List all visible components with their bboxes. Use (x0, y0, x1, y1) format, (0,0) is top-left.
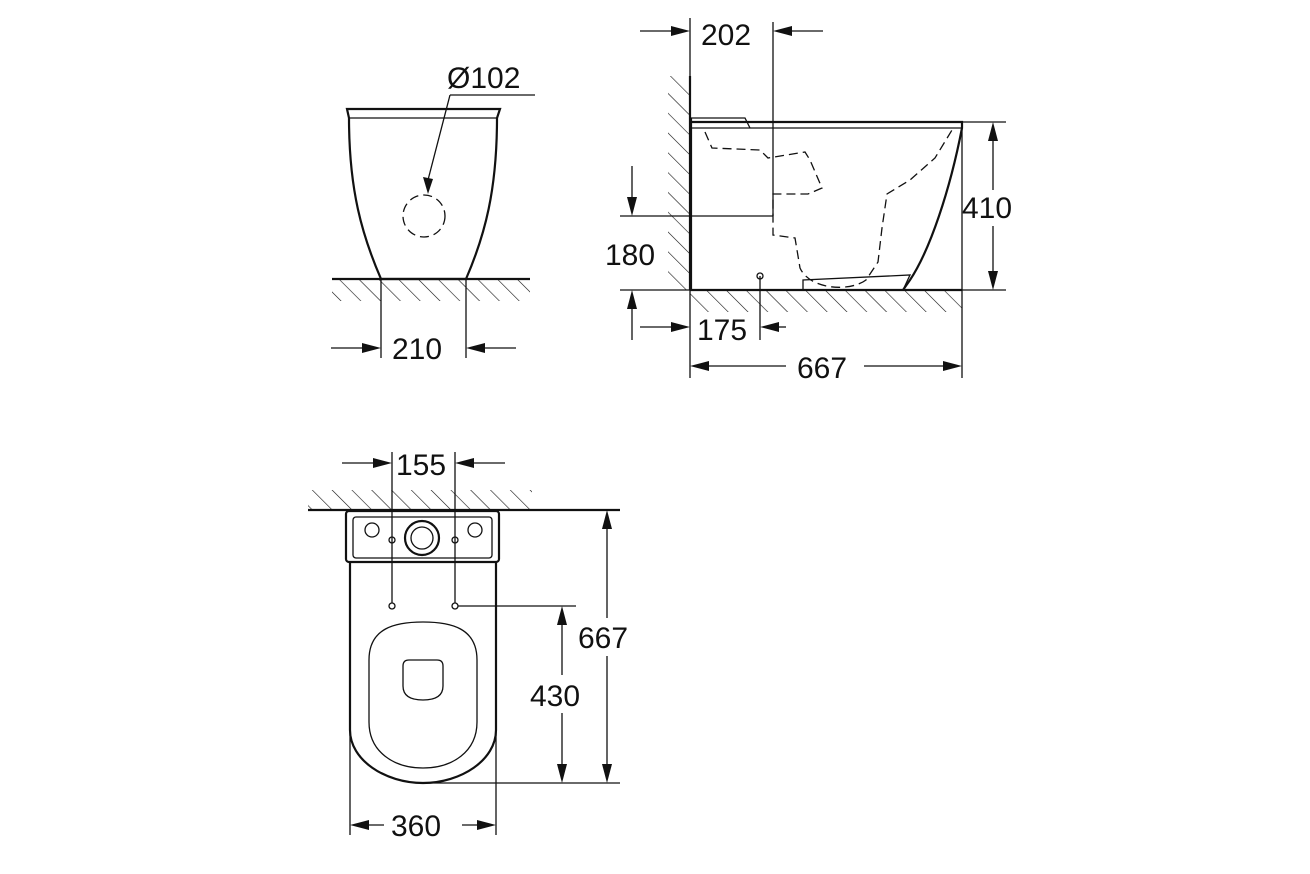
arrow-430-bottom (557, 764, 567, 783)
dim-outlet-height: 180 (605, 239, 655, 272)
diameter-leader (427, 94, 451, 181)
floor-fix-right (451, 602, 459, 610)
arrow-210-right (466, 343, 485, 353)
seat-outline (368, 621, 478, 769)
flush-button-outer (403, 519, 441, 557)
dim-total-depth-top: 667 (578, 622, 628, 655)
dim-wall-to-fixing: 175 (697, 314, 747, 347)
arrow-667-right (943, 361, 962, 371)
bowl-opening (402, 659, 444, 701)
side-trap-hidden (704, 129, 953, 288)
bowl-outline (348, 562, 498, 785)
dim-fixing-spacing: 155 (396, 449, 446, 482)
dim-outlet-diameter: Ø102 (447, 62, 520, 95)
side-body-outline (691, 120, 964, 291)
dim-total-height: 410 (962, 192, 1012, 225)
side-floor-hatch (690, 290, 962, 312)
arrow-155-left (373, 458, 392, 468)
dim-fixing-to-front: 430 (530, 680, 580, 713)
side-view: 202 180 175 667 410 (605, 18, 1012, 385)
arrow-175-left (671, 322, 690, 332)
top-wall-hatch (308, 490, 532, 510)
arrow-175-right (760, 322, 779, 332)
dim-wall-to-outlet: 202 (701, 19, 751, 52)
arrow-180-top (627, 197, 637, 216)
arrow-202-right (773, 26, 792, 36)
arrow-155-right (455, 458, 474, 468)
arrow-667v-bottom (602, 764, 612, 783)
cistern-lid (352, 516, 493, 559)
front-view: Ø102 210 (331, 62, 535, 366)
flush-button-inner (410, 526, 434, 550)
front-floor-hatch (332, 279, 530, 301)
arrow-410-bottom (988, 271, 998, 290)
cistern-hole-right (467, 522, 483, 538)
arrow-360-right (477, 820, 496, 830)
wall-hatch (668, 76, 690, 290)
top-view: 155 430 667 360 (308, 449, 628, 843)
floor-fix-left (388, 602, 396, 610)
arrow-180-bottom (627, 290, 637, 309)
arrow-360-left (350, 820, 369, 830)
front-bowl-outline (345, 107, 502, 281)
cistern-outline (344, 509, 501, 564)
diameter-arrow (423, 177, 433, 194)
arrow-667-left (690, 361, 709, 371)
outlet-circle-hidden (402, 194, 446, 238)
arrow-667v-top (602, 510, 612, 529)
arrow-202-left (671, 26, 690, 36)
arrow-210-left (362, 343, 381, 353)
dim-base-width: 210 (392, 333, 442, 366)
cistern-hole-left (364, 522, 380, 538)
arrow-430-top (557, 606, 567, 625)
dim-total-depth-side: 667 (797, 352, 847, 385)
arrow-410-top (988, 122, 998, 141)
side-foot (802, 274, 912, 291)
dim-total-width: 360 (391, 810, 441, 843)
